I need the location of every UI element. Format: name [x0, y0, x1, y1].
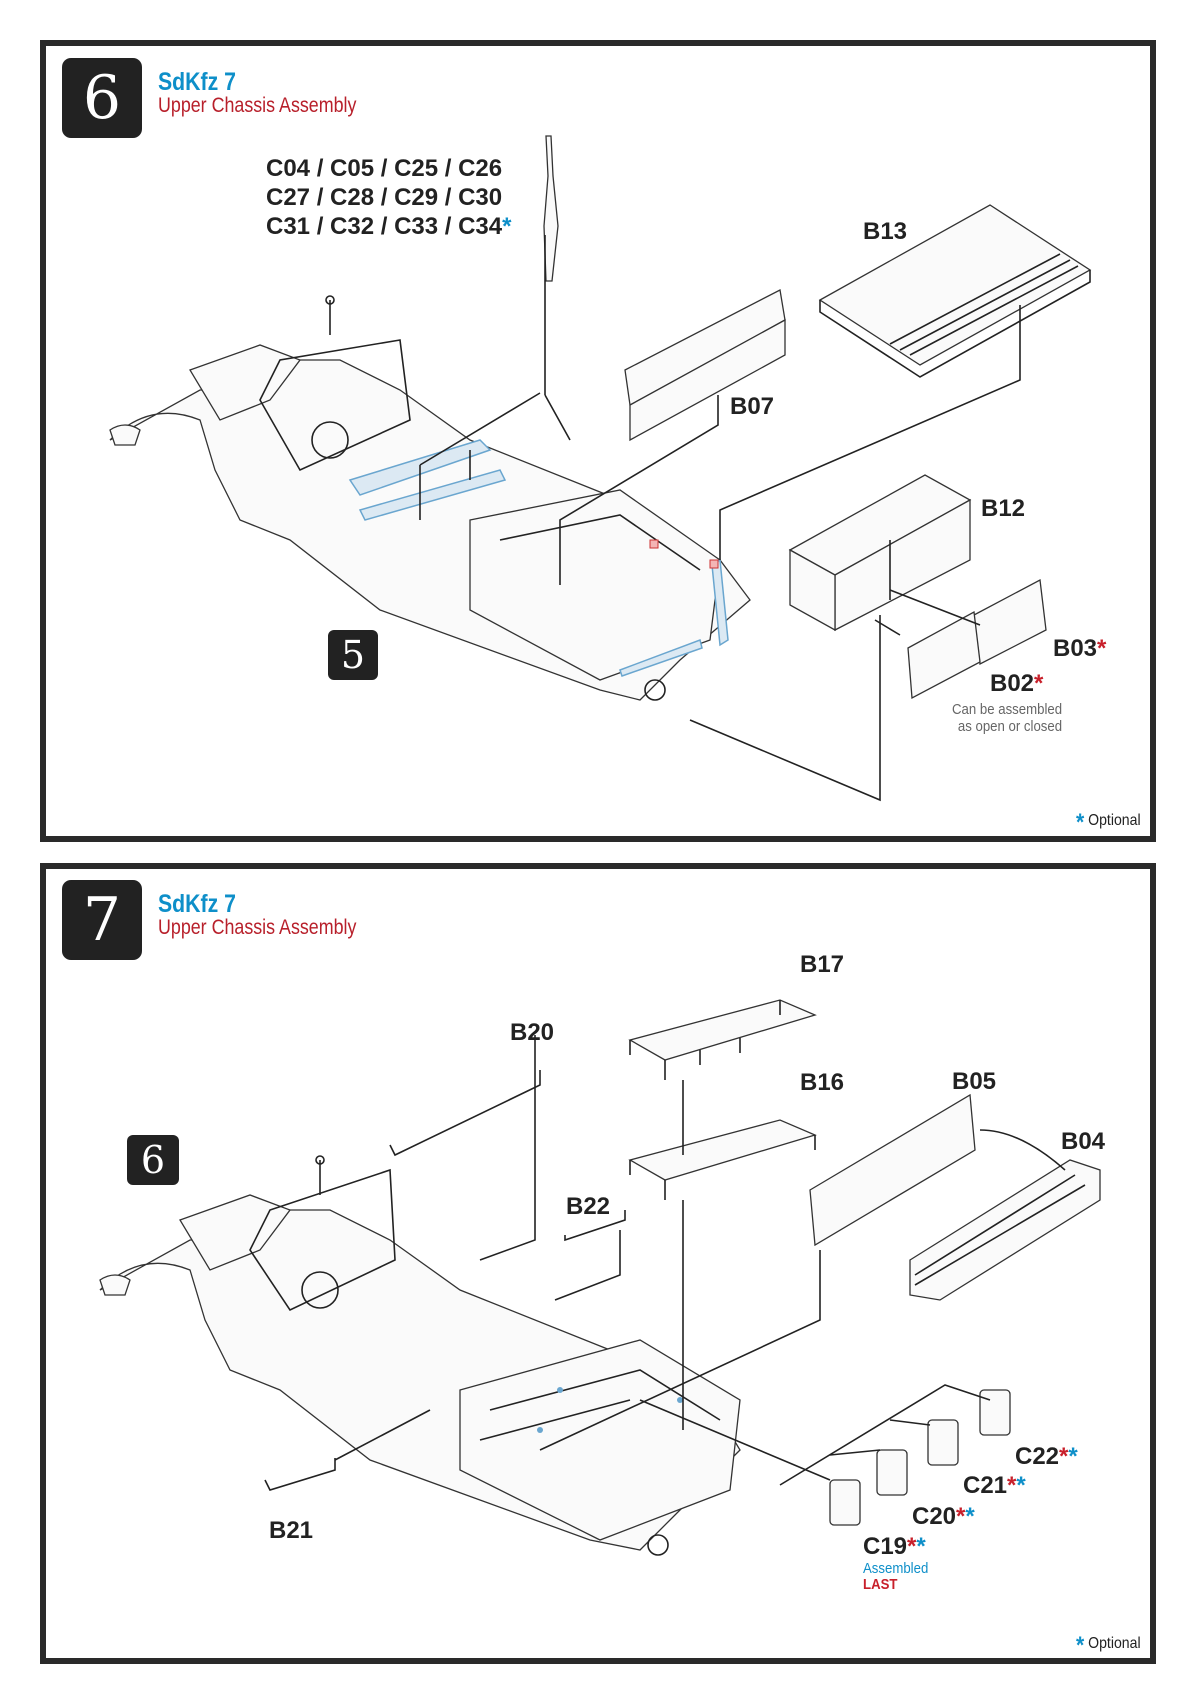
part-b04-drawing — [909, 1159, 1101, 1301]
step-7-panel: 7 SdKfz 7 Upper Chassis Assembly B17 B20… — [40, 863, 1156, 1664]
part-label-b17: B17 — [800, 951, 845, 978]
step-number-badge: 7 — [62, 880, 142, 960]
part-b13-drawing — [818, 204, 1092, 378]
step-6-panel: 6 SdKfz 7 Upper Chassis Assembly C04 / C… — [40, 40, 1156, 842]
part-label-b03: B03* — [1053, 635, 1107, 662]
part-label-c22: C22** — [1015, 1443, 1078, 1470]
vehicle-title: SdKfz 7 — [158, 68, 236, 96]
assembly-arrows — [334, 1035, 1066, 1486]
part-b22-drawing — [564, 1210, 626, 1242]
optional-legend: * Optional — [1076, 1632, 1141, 1659]
part-label-b22: B22 — [566, 1193, 611, 1220]
jerry-cans-drawing — [829, 1389, 1011, 1526]
vehicle-chassis — [99, 1155, 741, 1556]
part-b16-drawing — [628, 1119, 817, 1200]
part-b07-drawing — [624, 289, 786, 442]
part-label-b21: B21 — [269, 1517, 314, 1544]
vehicle-chassis — [109, 295, 751, 701]
red-asterisk: * — [1097, 635, 1107, 662]
part-label-c21: C21** — [963, 1472, 1026, 1499]
part-label-b16: B16 — [800, 1069, 845, 1096]
assembly-note: Assembled LAST — [863, 1560, 929, 1593]
previous-step-badge: 5 — [328, 630, 378, 680]
part-b20-drawing — [389, 1070, 541, 1157]
part-label-b04: B04 — [1061, 1128, 1106, 1155]
step-subtitle: Upper Chassis Assembly — [158, 94, 357, 117]
part-label-c19: C19** — [863, 1533, 926, 1560]
part-list-line: C27 / C28 / C29 / C30 — [266, 184, 503, 211]
step-number-badge: 6 — [62, 58, 142, 138]
part-label-b20: B20 — [510, 1019, 555, 1046]
part-label-b13: B13 — [863, 218, 908, 245]
step-6-diagram — [109, 135, 1092, 802]
previous-step-badge: 6 — [127, 1135, 179, 1185]
part-label-b05: B05 — [952, 1068, 997, 1095]
part-list-line: C04 / C05 / C25 / C26 — [266, 155, 503, 182]
part-b02-drawing — [907, 610, 981, 700]
part-label-c20: C20** — [912, 1503, 975, 1530]
optional-marker: * — [502, 213, 512, 240]
step-subtitle: Upper Chassis Assembly — [158, 916, 357, 939]
rifle-part — [543, 135, 559, 282]
part-b05-drawing — [809, 1093, 976, 1247]
vehicle-title: SdKfz 7 — [158, 890, 236, 918]
part-label-b12: B12 — [981, 495, 1026, 522]
optional-legend: * Optional — [1076, 809, 1141, 836]
optional-star-icon: * — [1076, 1632, 1085, 1659]
part-label-b07: B07 — [730, 393, 775, 420]
part-b21-drawing — [264, 1458, 336, 1491]
red-asterisk: * — [1034, 670, 1044, 697]
part-b12-drawing — [788, 474, 972, 632]
part-label-b02: B02* — [990, 670, 1044, 697]
part-list-line: C31 / C32 / C33 / C34* — [266, 213, 512, 240]
part-b03-drawing — [973, 578, 1047, 666]
optional-star-icon: * — [1076, 809, 1085, 836]
part-list: C04 / C05 / C25 / C26 C27 / C28 / C29 / … — [266, 154, 511, 241]
part-b17-drawing — [628, 999, 817, 1080]
step-7-diagram — [99, 999, 1101, 1556]
assembly-note: Can be assembled as open or closed — [951, 701, 1062, 735]
assembly-arrows — [419, 235, 1021, 802]
